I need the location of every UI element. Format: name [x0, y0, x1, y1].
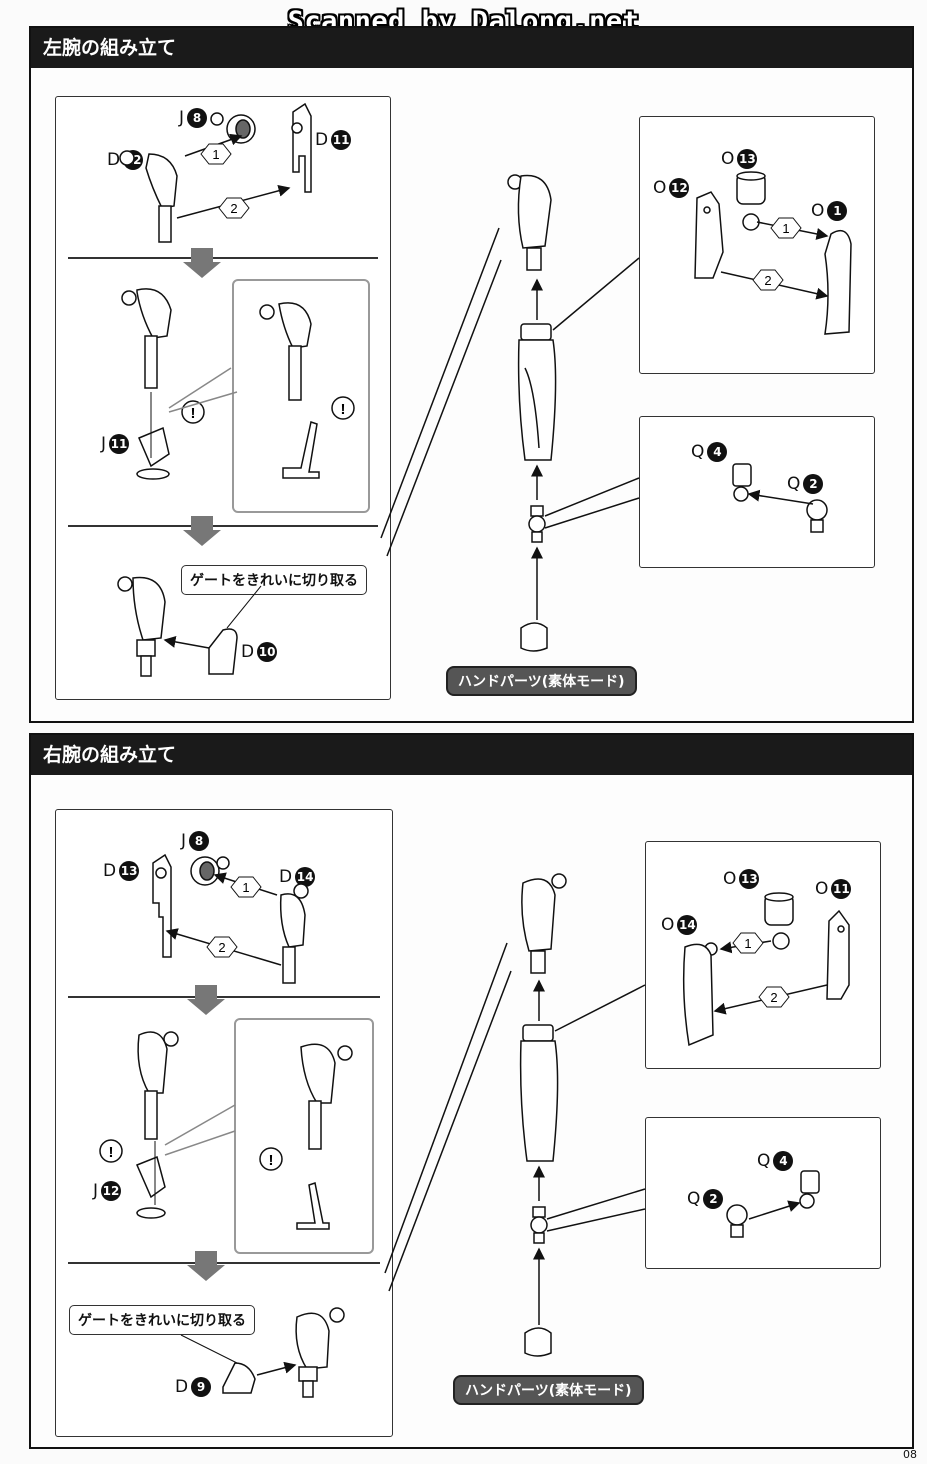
gate-callout: ゲートをきれいに切り取る — [69, 1305, 255, 1335]
down-arrow-icon — [183, 516, 221, 546]
left-arm-title: 左腕の組み立て — [31, 28, 912, 68]
forearm-shell-o1 — [824, 229, 852, 335]
upper-arm-final — [117, 576, 166, 677]
warning-icon: ! — [99, 1139, 123, 1163]
wrist-panel — [645, 1117, 881, 1269]
detail-part — [296, 1043, 353, 1230]
forearm-shell-o14 — [682, 942, 718, 1047]
svg-text:1: 1 — [744, 936, 751, 951]
svg-text:2: 2 — [764, 273, 771, 288]
down-arrow-icon — [183, 248, 221, 278]
upper-arm-part-d14 — [279, 883, 309, 984]
down-arrow-icon — [187, 985, 225, 1015]
left-arm-section: 左腕の組み立て ゲートをきれいに切り取る ハンドパーツ(素体モード) J8 D1… — [29, 26, 914, 723]
wrist-joint-q4 — [732, 463, 752, 502]
upper-arm-center — [507, 174, 552, 271]
hand-parts-label: ハンドパーツ(素体モード) — [446, 666, 637, 696]
step-hex-1: 1 — [770, 217, 802, 239]
joint-part-j8 — [190, 856, 230, 886]
step-divider — [68, 996, 380, 998]
bracket-part-d11 — [291, 102, 312, 193]
detail-box — [232, 279, 370, 513]
elbow-joint-o13 — [764, 892, 794, 950]
step-divider — [68, 525, 378, 527]
hand-part-center — [524, 1327, 552, 1357]
gate-callout: ゲートをきれいに切り取る — [181, 565, 367, 595]
step-divider — [68, 257, 378, 259]
elbow-cover-o11 — [826, 909, 850, 1000]
forearm-center — [519, 1024, 559, 1162]
svg-text:1: 1 — [782, 221, 789, 236]
step-divider — [68, 1262, 380, 1264]
step-hex-1: 1 — [230, 876, 262, 898]
page-number: 08 — [903, 1448, 917, 1461]
svg-text:!: ! — [191, 405, 196, 422]
svg-text:!: ! — [269, 1152, 274, 1169]
svg-text:1: 1 — [242, 880, 249, 895]
down-arrow-icon — [187, 1251, 225, 1281]
detail-part — [259, 302, 320, 479]
upper-arm-assembled — [136, 1031, 179, 1219]
gate-part-d9 — [222, 1362, 256, 1394]
hand-part-center — [520, 622, 548, 652]
svg-text:!: ! — [341, 401, 346, 418]
step-hex-2: 2 — [218, 197, 250, 219]
svg-text:1: 1 — [212, 147, 219, 162]
upper-arm-assembled — [121, 288, 172, 480]
svg-text:!: ! — [109, 1144, 114, 1161]
svg-text:2: 2 — [770, 990, 777, 1005]
svg-text:2: 2 — [218, 940, 225, 955]
wrist-joint-q4 — [799, 1170, 820, 1209]
wrist-joint-center — [530, 1206, 548, 1244]
elbow-joint-o13 — [736, 171, 766, 231]
upper-arm-final — [295, 1307, 345, 1398]
forearm-center — [517, 323, 557, 461]
warning-icon: ! — [259, 1147, 283, 1171]
step-hex-2: 2 — [206, 936, 238, 958]
wrist-joint-center — [528, 505, 546, 543]
step-hex-1: 1 — [200, 143, 232, 165]
step-hex-2: 2 — [758, 986, 790, 1008]
step-hex-2: 2 — [752, 269, 784, 291]
ball-joint-q2 — [806, 499, 828, 533]
upper-arm-part-d12 — [119, 150, 178, 243]
left-arm-diagram: 1 2 ! ! — [117, 102, 852, 677]
ball-joint-q2 — [726, 1204, 748, 1238]
right-arm-title: 右腕の組み立て — [31, 735, 912, 775]
svg-text:2: 2 — [230, 201, 237, 216]
step-hex-1: 1 — [732, 932, 764, 954]
elbow-cover-o12 — [694, 191, 724, 279]
gate-part-d10 — [208, 628, 238, 675]
warning-icon: ! — [331, 396, 355, 420]
upper-arm-center — [521, 873, 567, 974]
bracket-part-d13 — [152, 853, 172, 958]
hand-parts-label: ハンドパーツ(素体モード) — [453, 1375, 644, 1405]
right-arm-diagram: 1 2 ! ! — [99, 853, 850, 1398]
detail-box — [234, 1018, 374, 1254]
left-arm-assembly-panel — [55, 96, 391, 700]
